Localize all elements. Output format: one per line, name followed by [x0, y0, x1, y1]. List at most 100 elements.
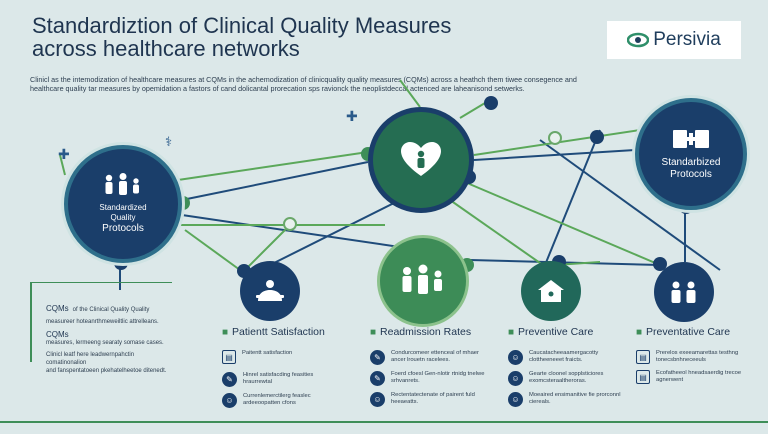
sidebar-text-1: measureer hoteanrthmeweiltlic attrellean…: [46, 319, 159, 325]
logo-text: Persivia: [653, 29, 721, 50]
pen-icon: ✎: [370, 371, 385, 386]
node-preventative-care[interactable]: [654, 262, 714, 322]
people-icon: ☺: [508, 392, 523, 407]
item-text: Ecofatheeol hneadsaerdig trecoe agnerwen…: [656, 370, 742, 383]
column-preventive-care: ■ Preventive Care ☺ Caucatacheeaamergaco…: [508, 326, 628, 407]
brand-logo[interactable]: Persivia: [607, 21, 741, 59]
node-patient-satisfaction[interactable]: [240, 261, 300, 321]
column-title: Patientt Satisfaction: [232, 326, 325, 338]
eye-logo-icon: [627, 32, 650, 48]
column-title: Readmission Rates: [380, 326, 472, 338]
people-icon: [256, 280, 284, 301]
column-heading: ■ Patientt Satisfaction: [222, 326, 342, 338]
sidebar-content: CQMs of the Clinical Quality Quality mea…: [46, 304, 176, 375]
plus-icon: ✚: [58, 146, 70, 162]
link-left-heart: [181, 161, 369, 201]
sidebar-heading-1: CQMs: [46, 304, 69, 313]
stethoscope-icon: ⚕: [165, 134, 173, 149]
sidebar-rule: [30, 282, 172, 283]
node-label-line-3: Protocols: [102, 223, 144, 234]
page-title: Standardiztion of Clinical Quality Measu…: [32, 14, 502, 60]
intro-paragraph: Clinicl as the intemodization of healthc…: [30, 75, 600, 93]
list-item: ✎ Hinrel satisfacding feasities hraurrew…: [222, 372, 342, 387]
item-text: Caucatacheeaamergacotty clottheeneeet fr…: [529, 350, 599, 363]
link-top-preventive: [544, 129, 601, 266]
list-item: ☺ Gearte cloonel sopplsticiores exomcste…: [508, 371, 628, 386]
people-icon: ☺: [508, 350, 523, 365]
junction-dot: [283, 217, 297, 231]
link-heart-up: [399, 79, 421, 108]
item-text: Paitentt satisfaction: [242, 350, 293, 356]
list-item: ▤ Prerelos exeeamarettas testhng tonecsb…: [636, 350, 756, 364]
list-item: ✎ Condurcomeer ettenceal of mhaer ancer …: [370, 350, 490, 365]
plus-icon: ✚: [346, 108, 358, 124]
column-heading: ■ Preventative Care: [636, 326, 756, 338]
list-item: ▤ Ecofatheeol hneadsaerdig trecoe agnerw…: [636, 370, 756, 384]
item-text: Foerd cfoesl Gen-nlotir rtnidg tnelwe sr…: [391, 371, 485, 384]
junction-dot: [653, 257, 667, 271]
bullet-icon: ■: [370, 326, 377, 338]
link-heart-rightsmall: [459, 179, 661, 266]
junction-dot: [590, 130, 604, 144]
junction-dot: [484, 96, 498, 110]
link-plus-left: [59, 154, 66, 176]
checklist-icon: ▤: [222, 350, 236, 364]
node-standardized-protocols-right[interactable]: Standarbized Protocols: [635, 98, 747, 210]
column-preventative-care: ■ Preventative Care ▤ Prerelos exeeamare…: [636, 326, 756, 384]
item-text: Rectentatectenate of pairent fuld heeaea…: [391, 392, 475, 405]
sidebar-text-3: Clinicl leatf here leadwernpahctin comat…: [46, 352, 135, 366]
column-heading: ■ Readmission Rates: [370, 326, 490, 338]
bullet-icon: ■: [508, 326, 515, 338]
person-icon: ☺: [508, 371, 523, 386]
family-icon: [402, 264, 442, 294]
node-standardized-protocols-left[interactable]: Standardized Quality Protocols: [64, 145, 182, 263]
sidebar-heading-2: CQMs: [46, 330, 69, 339]
junction-dot: [548, 131, 562, 145]
item-text: Condurcomeer ettenceal of mhaer ancer lr…: [391, 350, 479, 363]
intro-line-1: Clinicl as the intemodization of healthc…: [30, 75, 577, 84]
node-heart-care[interactable]: [368, 107, 474, 213]
document-icon: ▤: [636, 370, 650, 384]
item-text: Prerelos exeeamarettas testhng tonecsbnh…: [656, 350, 739, 363]
node-label-line-1: Standardized: [99, 203, 147, 212]
column-readmission-rates: ■ Readmission Rates ✎ Condurcomeer etten…: [370, 326, 490, 407]
sidebar-notes: [30, 282, 174, 362]
title-line-1: Standardiztion of Clinical Quality Measu…: [32, 13, 452, 38]
node-label-line-1: Standarbized: [661, 157, 721, 168]
intro-line-2: healthcare quality tar measures by opemi…: [30, 84, 525, 93]
clipboard-icon: [673, 130, 709, 148]
item-text: Hinrel satisfacding feasities hraurrewta…: [243, 372, 314, 385]
item-text: Moeaired ensimanitive fie prorconnl cier…: [529, 392, 621, 405]
heart-icon: [401, 142, 441, 176]
link-heart-patient: [269, 199, 401, 266]
pen-icon: ✎: [370, 350, 385, 365]
column-title: Preventative Care: [646, 326, 731, 338]
column-heading: ■ Preventive Care: [508, 326, 628, 338]
link-left-heart-green: [177, 151, 369, 181]
sidebar-text-4: and fanspentatoeen pkehatelheetoe ditene…: [46, 368, 167, 374]
link-left-family: [181, 214, 421, 251]
list-item: ☺ Rectentatectenate of pairent fuld heea…: [370, 392, 490, 407]
bullet-icon: ■: [636, 326, 643, 338]
family-icon: [105, 173, 139, 195]
clipboard-icon: [538, 280, 564, 302]
footer-rule: [0, 421, 768, 423]
item-text: Currenlemerctilerg feaslec ardeeoopatten…: [243, 393, 311, 406]
list-item: ☺ Moeaired ensimanitive fie prorconnl ci…: [508, 392, 628, 407]
item-text: Gearte cloonel sopplsticiores exomcstera…: [529, 371, 604, 384]
node-preventive-care[interactable]: [521, 261, 581, 321]
node-family-care[interactable]: [377, 235, 469, 327]
person-icon: ☺: [222, 393, 237, 408]
column-title: Preventive Care: [518, 326, 594, 338]
node-label-line-2: Protocols: [670, 169, 712, 180]
list-item: ▤ Paitentt satisfaction: [222, 350, 342, 364]
title-line-2: across healthcare networks: [32, 36, 300, 61]
document-icon: ▤: [636, 350, 650, 364]
node-label-line-2: Quality: [110, 213, 136, 222]
link-heart-preventive: [449, 199, 551, 271]
bullet-icon: ■: [222, 326, 229, 338]
list-item: ☺ Currenlemerctilerg feaslec ardeeoopatt…: [222, 393, 342, 408]
pen-icon: ✎: [222, 372, 237, 387]
sidebar-heading-1-rest: of the Clinical Quality Quality: [72, 307, 150, 313]
